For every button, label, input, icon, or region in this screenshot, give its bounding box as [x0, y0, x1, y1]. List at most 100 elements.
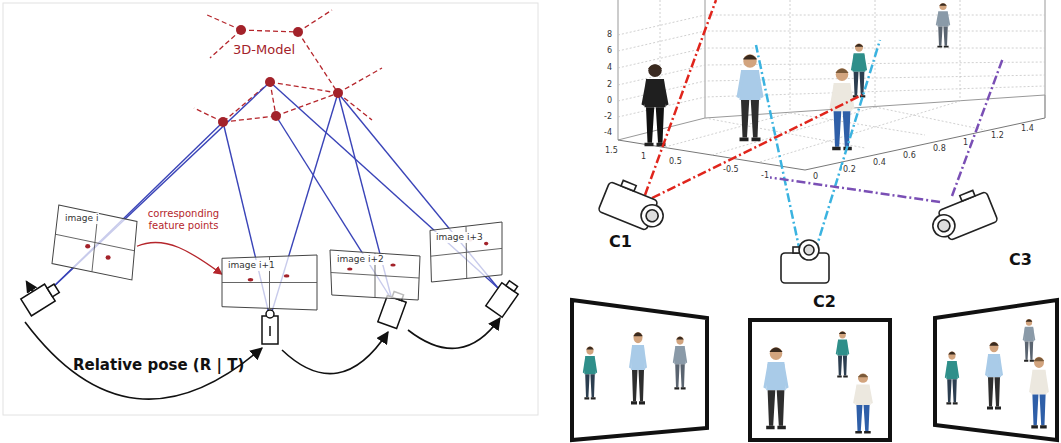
feature-point	[347, 268, 352, 271]
person	[737, 54, 764, 141]
view-frame	[572, 300, 707, 440]
model-edge	[338, 93, 372, 120]
person	[763, 347, 788, 429]
plane-shape	[222, 255, 317, 310]
view-ray	[652, 95, 862, 198]
image-plane: image i+3	[430, 222, 502, 282]
tick-label: 0.6	[902, 151, 917, 161]
tick-label: -1	[760, 171, 770, 181]
camera-mark	[269, 326, 271, 336]
plot-grid	[618, 0, 1045, 162]
person	[673, 336, 687, 389]
plane-label: image i+2	[336, 254, 385, 265]
camera	[598, 176, 671, 235]
axis	[618, 0, 619, 140]
plane-label: image i+3	[435, 232, 484, 243]
axis	[705, 0, 706, 118]
plane-shape	[330, 250, 420, 300]
plane-label: image i+1	[227, 260, 276, 271]
tick-label: 0.8	[932, 144, 947, 154]
plane-label: image i	[64, 213, 99, 224]
camera	[262, 310, 278, 344]
tick-label: 6	[606, 46, 613, 56]
view-frame	[935, 300, 1057, 440]
feature-point	[284, 274, 290, 277]
plot-box	[618, 0, 1045, 170]
axis	[1045, 0, 1046, 118]
tick-label: 1.2	[990, 131, 1005, 141]
person	[936, 3, 950, 47]
pose-arrow	[282, 332, 388, 374]
point	[218, 117, 228, 127]
view-ray	[815, 40, 880, 252]
person	[853, 374, 873, 434]
camera-lens	[506, 281, 518, 292]
image-plane: image i	[52, 205, 137, 280]
person	[1023, 319, 1036, 362]
model-points	[218, 25, 343, 127]
view-frames	[572, 300, 1057, 440]
camera-label: C1	[608, 232, 633, 251]
person	[945, 351, 959, 404]
view-ray	[952, 58, 1003, 196]
model-edge	[241, 30, 298, 32]
camera	[14, 270, 61, 316]
model-edges	[194, 10, 382, 122]
feature-point	[85, 244, 90, 249]
point	[236, 25, 246, 35]
camera-lens-inner	[644, 208, 660, 224]
tick-label: 4	[606, 63, 613, 73]
camera-body	[262, 316, 278, 344]
image-plane: image i+1	[222, 255, 317, 310]
grid-line	[618, 15, 1045, 35]
plane-shape	[52, 205, 137, 280]
camera-top	[621, 180, 636, 191]
tick-label: 8	[606, 30, 613, 40]
plane-grid	[55, 213, 134, 272]
plane-grid	[331, 253, 419, 298]
tick-label: 1	[962, 138, 969, 148]
edge-label: corresponding feature points	[138, 208, 230, 232]
view-ray	[645, 0, 716, 195]
axis	[618, 118, 1045, 170]
camera-lens	[930, 211, 959, 240]
pose-arrow	[25, 322, 262, 399]
camera-lens	[799, 240, 819, 260]
tick-label: 0.4	[872, 158, 887, 168]
grid-line	[875, 107, 985, 130]
plane-grid	[431, 226, 502, 278]
point	[271, 111, 281, 121]
grid-line	[960, 0, 961, 101]
tick-label: -4	[603, 128, 613, 138]
panel-frame	[3, 3, 538, 415]
image-plane: image i+2	[330, 250, 420, 300]
point	[265, 77, 275, 87]
point	[293, 27, 303, 37]
plane-shape	[430, 222, 502, 282]
feature-point	[484, 242, 488, 246]
person	[642, 64, 669, 146]
pose-arrow	[408, 318, 500, 348]
tick-label: 2	[606, 80, 613, 90]
camera-top	[960, 190, 975, 201]
tick-label: 1	[640, 152, 647, 162]
projection-rays	[50, 82, 498, 318]
tick-label: -2	[603, 112, 613, 122]
tick-label: 0	[812, 172, 819, 182]
camera-label: C2	[812, 292, 837, 311]
axis	[1045, 95, 1046, 118]
grid-line	[790, 0, 791, 112]
pose-arrows	[25, 318, 500, 399]
plane-grid	[222, 257, 317, 309]
camera-label: C3	[1008, 250, 1033, 269]
pose-label: Relative pose (R | T)	[72, 356, 245, 374]
camera-lens-inner	[936, 218, 952, 234]
cameras-right	[598, 176, 998, 283]
feature-point	[390, 264, 395, 267]
tick-label: 0	[606, 96, 613, 106]
view-ray	[760, 176, 940, 202]
person	[629, 332, 647, 405]
camera	[925, 186, 998, 245]
grid-line	[618, 62, 1045, 85]
